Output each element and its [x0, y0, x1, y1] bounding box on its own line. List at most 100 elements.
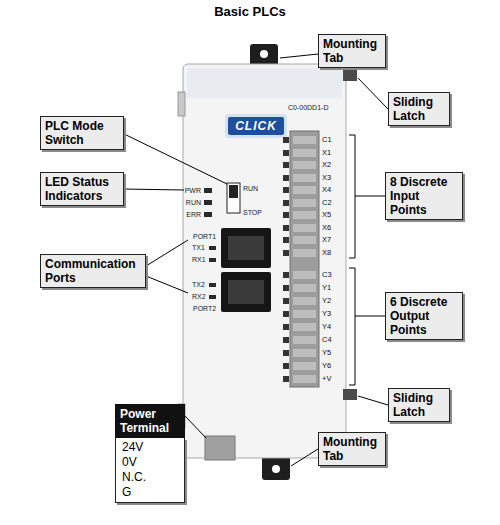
- terminal-strip: [283, 272, 289, 278]
- leader-line: [146, 240, 188, 266]
- terminal-label: X7: [322, 235, 344, 245]
- callout-box: 8 Discrete Input Points: [385, 172, 463, 220]
- callout-text: 8 Discrete Input Points: [390, 175, 458, 217]
- plc-housing: [178, 64, 346, 460]
- led-indicator: [204, 200, 212, 205]
- terminal-label: C2: [322, 198, 344, 208]
- terminal-label: Y2: [322, 296, 344, 306]
- click-logo: [228, 117, 284, 135]
- terminal-strip: [293, 224, 316, 232]
- terminal-callout: Power Terminal 24V0VN.C.G: [115, 404, 185, 503]
- terminal-label: +V: [322, 374, 344, 384]
- terminal-strip: [283, 311, 289, 317]
- sliding-latch: [343, 70, 357, 400]
- plc-housing: [187, 68, 342, 98]
- terminal-strip: [293, 149, 316, 157]
- terminal-label: Y3: [322, 309, 344, 319]
- terminal-strip: [283, 212, 289, 218]
- leader-line: [291, 449, 318, 466]
- mounting-tab: [272, 465, 280, 473]
- terminal-strip: [290, 131, 319, 387]
- callout-box: Mounting Tab: [318, 432, 386, 466]
- diagram-title: Basic PLCs: [0, 4, 500, 20]
- terminal-strip: [283, 324, 289, 330]
- terminal-name: 0V: [122, 455, 178, 470]
- callout-text: Sliding Latch: [393, 95, 445, 123]
- plc-housing: [178, 92, 185, 116]
- led-indicator: [209, 258, 216, 262]
- terminal-strip: [293, 211, 316, 219]
- panel-label: TX1: [192, 243, 208, 252]
- panel-label: C0-00DD1-D: [288, 103, 344, 112]
- terminal-list: 24V0VN.C.G: [115, 438, 185, 503]
- rj-port: [240, 260, 252, 264]
- terminal-name: 24V: [122, 440, 178, 455]
- led-indicator: [209, 283, 216, 287]
- terminal-strip: [293, 199, 316, 207]
- terminal-label: X2: [322, 160, 344, 170]
- terminal-strip: [283, 187, 289, 193]
- terminal-label: C4: [322, 335, 344, 345]
- panel-label: STOP: [243, 208, 273, 217]
- click-logo: [225, 114, 287, 138]
- terminal-label: X4: [322, 185, 344, 195]
- terminal-strip: [283, 298, 289, 304]
- callout-text: Power Terminal: [120, 407, 169, 435]
- mode-switch: [229, 185, 238, 198]
- leader-line: [280, 54, 318, 58]
- callout-text: Sliding Latch: [393, 391, 445, 419]
- terminal-strip: [293, 186, 316, 194]
- terminal-strip: [293, 297, 316, 305]
- terminal-label: X3: [322, 173, 344, 183]
- plc-housing: [183, 64, 346, 458]
- terminal-strip: [293, 362, 316, 370]
- callout-box: Communication Ports: [40, 254, 146, 288]
- terminal-label: Y6: [322, 361, 344, 371]
- callout-text: LED Status Indicators: [45, 175, 119, 203]
- terminal-name: G: [122, 485, 178, 500]
- callout-text: Mounting Tab: [323, 37, 381, 65]
- terminal-label: Y4: [322, 322, 344, 332]
- leader-line: [122, 189, 184, 190]
- terminal-strip: [283, 150, 289, 156]
- terminal-strip: [283, 350, 289, 356]
- terminal-strip: [293, 249, 316, 257]
- leader-line: [146, 276, 188, 293]
- bracket: [349, 268, 355, 385]
- terminal-label: Y1: [322, 283, 344, 293]
- terminal-strip: [283, 225, 289, 231]
- terminal-strip: [283, 250, 289, 256]
- rj-port: [240, 304, 252, 308]
- callout-heading: Power Terminal: [115, 404, 185, 438]
- leader-line: [185, 416, 206, 438]
- callout-box: Mounting Tab: [318, 34, 386, 68]
- led-label: PWR: [179, 186, 201, 195]
- leader-line: [358, 78, 388, 109]
- mounting-tab: [260, 50, 268, 58]
- panel-label: TX2: [192, 280, 208, 289]
- panel-label: PORT1: [193, 232, 220, 241]
- terminal-label: X8: [322, 248, 344, 258]
- led-indicator: [209, 295, 216, 299]
- terminal-strip: [293, 323, 316, 331]
- click-logo: [225, 114, 287, 138]
- mode-switch: [227, 183, 240, 213]
- terminal-strip: [283, 285, 289, 291]
- led-indicator: [204, 188, 216, 299]
- terminal-strip: [283, 131, 319, 387]
- bracket: [349, 135, 385, 385]
- panel-label: RX2: [192, 292, 208, 301]
- callout-text: Mounting Tab: [323, 435, 381, 463]
- terminal-strip: [293, 349, 316, 357]
- rj-port: [221, 228, 271, 268]
- sliding-latch: [343, 70, 357, 81]
- callout-text: Communication Ports: [45, 257, 141, 285]
- terminal-strip: [283, 175, 289, 181]
- panel-label: RUN: [243, 184, 273, 193]
- terminal-strip: [283, 162, 289, 168]
- plc-housing: [205, 436, 235, 460]
- terminal-strip: [283, 363, 289, 369]
- terminal-strip: [283, 237, 289, 243]
- bracket: [349, 135, 355, 258]
- led-indicator: [204, 212, 212, 217]
